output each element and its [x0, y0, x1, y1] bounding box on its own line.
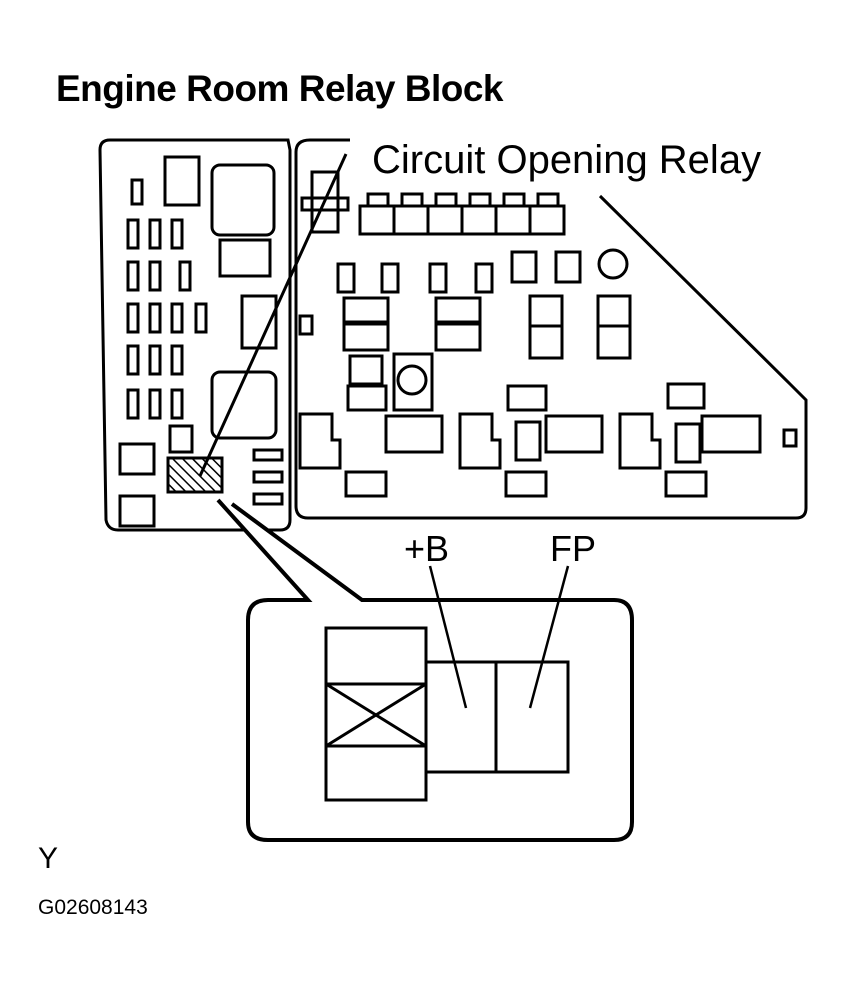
terminal-fp-label: FP — [550, 528, 597, 569]
diagram-title: Engine Room Relay Block — [56, 68, 504, 109]
circuit-opening-relay-highlight — [166, 456, 224, 494]
terminal-b-leader — [428, 565, 468, 709]
callout-leader-line — [198, 153, 348, 477]
figure-code: G02608143 — [38, 896, 148, 919]
left-fuse-panel — [98, 138, 292, 532]
right-relay-panel — [294, 138, 808, 520]
relay-connector-enlarged — [324, 626, 570, 802]
circuit-opening-relay-label: Circuit Opening Relay — [372, 138, 762, 182]
view-letter: Y — [38, 842, 59, 875]
terminal-fp-leader — [528, 565, 570, 709]
terminal-b-label: +B — [404, 528, 450, 569]
